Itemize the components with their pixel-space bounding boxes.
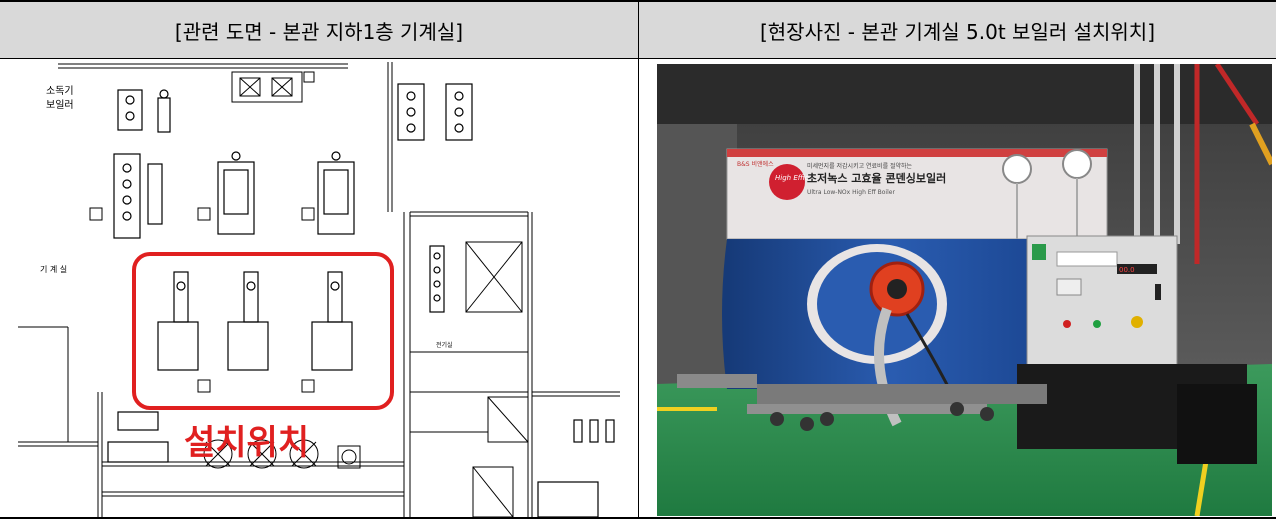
boiler-subtext: 미세먼지를 저감시키고 연료비를 절약하는 bbox=[807, 162, 913, 170]
badge-text: High Effic bbox=[775, 174, 809, 182]
header-drawing: [관련 도면 - 본관 지하1층 기계실] bbox=[0, 2, 639, 59]
header-photo: [현장사진 - 본관 기계실 5.0t 보일러 설치위치] bbox=[639, 2, 1276, 59]
label-boiler: 보일러 bbox=[46, 99, 74, 111]
floor-plan-drawing: 소독기 보일러 기 계 실 전기실 설치위치 bbox=[18, 62, 620, 517]
boiler-title: 초저녹스 고효율 콘덴싱보일러 bbox=[807, 171, 946, 185]
drawing-cell bbox=[0, 59, 639, 519]
brand-text: B&S 비앤에스 bbox=[737, 160, 774, 168]
install-location-highlight bbox=[132, 252, 394, 410]
label-disinfector: 소독기 bbox=[46, 85, 74, 97]
label-machine-room: 기 계 실 bbox=[40, 264, 67, 274]
panel-display: 00.0 bbox=[1119, 266, 1135, 274]
label-room-small: 전기실 bbox=[436, 341, 453, 349]
boiler-en-text: Ultra Low-NOx High Eff Boiler bbox=[807, 189, 895, 196]
install-location-label: 설치위치 bbox=[184, 423, 309, 463]
boiler-photo: High Effic B&S 비앤에스 미세먼지를 저감시키고 연료비를 절약하… bbox=[657, 64, 1272, 516]
